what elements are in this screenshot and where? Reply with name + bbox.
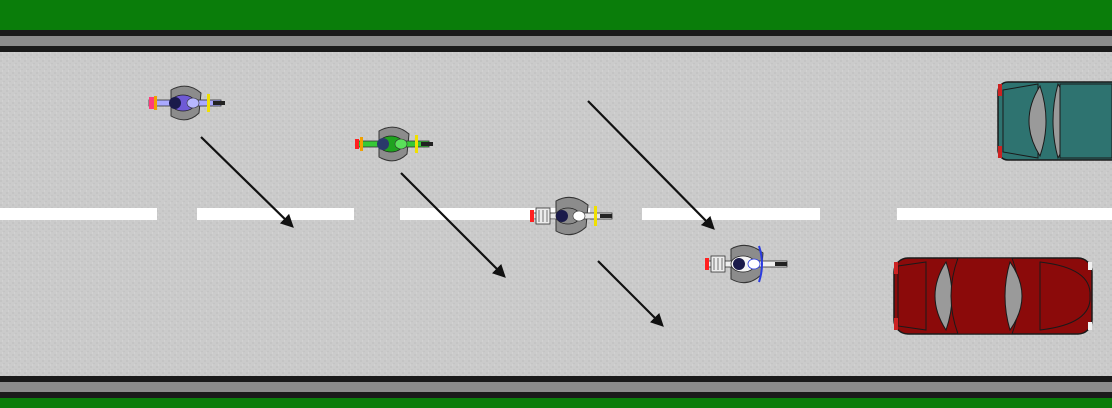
- curb-bottom-dark-1: [0, 376, 1112, 382]
- motorcycle-blue: [705, 244, 788, 284]
- arrow-3: [597, 260, 664, 327]
- motion-arrows: [200, 100, 715, 327]
- grass-top: [0, 0, 1112, 30]
- motorcycle-green: [355, 126, 433, 162]
- motorcycle-silver: [530, 196, 613, 236]
- lane-dash: [642, 208, 820, 220]
- curb-top-dark-1: [0, 30, 1112, 36]
- arrow-2: [400, 172, 506, 278]
- lane-dash: [197, 208, 354, 220]
- grass-bottom: [0, 398, 1112, 408]
- arrow-4: [587, 100, 715, 230]
- curb-top-grey: [0, 36, 1112, 46]
- lane-dash: [0, 208, 157, 220]
- curb-top-dark-2: [0, 46, 1112, 52]
- curb-bottom-dark-2: [0, 392, 1112, 398]
- car-red: [893, 257, 1093, 335]
- arrow-1: [200, 136, 294, 228]
- curb-bottom-grey: [0, 382, 1112, 392]
- lane-dash: [897, 208, 1112, 220]
- car-teal: [997, 81, 1112, 161]
- lane-markings: [0, 208, 1112, 220]
- motorcycle-purple: [148, 85, 225, 121]
